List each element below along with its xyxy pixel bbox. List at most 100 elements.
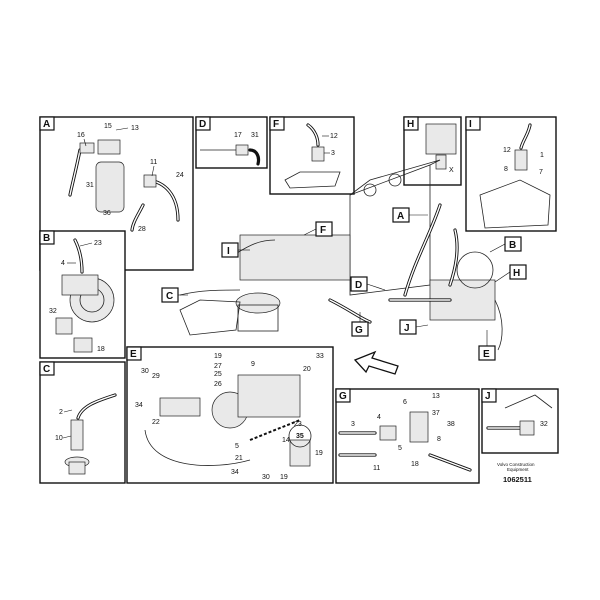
callout: 20 xyxy=(303,366,311,373)
panel-d-parts xyxy=(200,144,261,166)
callout: 6 xyxy=(403,399,407,406)
footer-brand-line1: Volvo Construction xyxy=(497,462,535,467)
callout: 31 xyxy=(86,182,94,189)
callout: 12 xyxy=(330,133,338,140)
svg-text:I: I xyxy=(227,246,230,257)
panel-d-callouts: 17 31 xyxy=(234,132,259,139)
main-tag-g: G xyxy=(351,312,369,337)
panel-a-callouts: 15 13 16 31 36 11 24 28 xyxy=(77,123,184,233)
panel-f-tag xyxy=(269,116,285,131)
callout: 32 xyxy=(49,308,57,315)
main-tag-c: C xyxy=(161,287,188,303)
panel-d-letter: D xyxy=(199,119,206,130)
callout: 18 xyxy=(97,346,105,353)
panel-c-tag xyxy=(39,361,55,376)
panel-g: G 6 13 4 3 37 38 11 5 18 8 xyxy=(335,388,480,484)
callout: 8 xyxy=(437,436,441,443)
callout: 4 xyxy=(377,414,381,421)
callout: 8 xyxy=(504,166,508,173)
footer-brand-line2: Equipment xyxy=(507,467,529,472)
panel-j-letter: J xyxy=(485,391,491,402)
panel-h-tag xyxy=(403,116,419,131)
panel-f-parts xyxy=(284,123,341,189)
callout: 5 xyxy=(398,445,402,452)
direction-arrow xyxy=(353,350,399,375)
panel-c-letter: C xyxy=(43,364,50,375)
panel-f: F 12 3 xyxy=(269,116,355,195)
callout: 22 xyxy=(152,419,160,426)
callout: 32 xyxy=(540,421,548,428)
swing-ring xyxy=(235,292,281,314)
panel-i-callouts: 12 1 8 7 xyxy=(503,147,544,176)
callout: 7 xyxy=(539,169,543,176)
panel-a-letter: A xyxy=(43,119,50,130)
panel-b-parts xyxy=(55,238,115,353)
callout: 35 xyxy=(296,433,304,440)
callout: X xyxy=(449,167,454,174)
main-tag-b: B xyxy=(489,236,522,253)
panel-c-callouts: 2 10 xyxy=(55,409,73,442)
callout: 2 xyxy=(59,409,63,416)
panel-g-parts xyxy=(338,411,472,472)
panel-h-letter: H xyxy=(407,119,414,130)
callout: 3 xyxy=(351,421,355,428)
panel-c-parts xyxy=(64,393,117,475)
panel-j: J 32 xyxy=(481,388,559,454)
svg-text:D: D xyxy=(355,280,362,291)
callout: 28 xyxy=(138,226,146,233)
callout: 34 xyxy=(135,402,143,409)
main-tag-a: A xyxy=(392,207,428,223)
callout: 34 xyxy=(231,469,239,476)
callout: 23 xyxy=(94,240,102,247)
panel-e-parts xyxy=(144,374,312,467)
panel-i-tag xyxy=(465,116,481,131)
panel-e-letter: E xyxy=(130,349,137,360)
panel-i: I 12 1 8 7 xyxy=(465,116,557,232)
callout: 38 xyxy=(447,421,455,428)
callout: 27 xyxy=(214,363,222,370)
panel-b-letter: B xyxy=(43,233,50,244)
callout: 11 xyxy=(373,465,380,472)
callout: 17 xyxy=(234,132,242,139)
callout: 12 xyxy=(503,147,511,154)
callout: 37 xyxy=(432,410,440,417)
callout: 18 xyxy=(411,461,419,468)
panel-b-callouts: 23 4 32 18 xyxy=(49,240,105,353)
callout: 19 xyxy=(214,353,222,360)
panel-c: C 2 10 xyxy=(39,361,126,484)
callout: 30 xyxy=(141,368,149,375)
panel-i-letter: I xyxy=(469,119,472,130)
panel-j-parts xyxy=(486,394,553,436)
svg-text:G: G xyxy=(355,325,363,336)
panel-g-tag xyxy=(335,388,351,403)
panel-h-parts xyxy=(425,123,457,170)
callout: 14 xyxy=(282,437,290,444)
panel-j-tag xyxy=(481,388,497,403)
panel-f-callouts: 12 3 xyxy=(322,133,338,157)
callout: 16 xyxy=(77,132,85,139)
svg-text:H: H xyxy=(513,268,520,279)
callout: 36 xyxy=(103,210,111,217)
callout: 19 xyxy=(280,474,288,481)
main-tag-h: H xyxy=(494,264,527,283)
panel-e: E 19 27 25 26 9 33 20 30 29 34 22 5 21 3… xyxy=(126,346,334,484)
main-tag-j: J xyxy=(399,319,429,335)
callout: 13 xyxy=(131,125,139,132)
callout: 31 xyxy=(251,132,259,139)
callout: 24 xyxy=(176,172,184,179)
callout: 23 xyxy=(294,421,302,428)
svg-text:A: A xyxy=(397,211,404,222)
callout: 10 xyxy=(55,435,63,442)
callout: 5 xyxy=(235,443,239,450)
callout: 4 xyxy=(61,260,65,267)
callout: 29 xyxy=(152,373,160,380)
valve-block xyxy=(239,234,351,281)
panel-a-tag xyxy=(39,116,55,131)
svg-text:J: J xyxy=(404,323,410,334)
main-machine-drawing xyxy=(179,159,503,375)
footer: Volvo Construction Equipment 1062511 xyxy=(497,462,535,484)
callout: 13 xyxy=(432,393,440,400)
main-tags: A B C D E F G xyxy=(161,207,527,361)
callout: 30 xyxy=(262,474,270,481)
footer-code: 1062511 xyxy=(503,475,532,484)
